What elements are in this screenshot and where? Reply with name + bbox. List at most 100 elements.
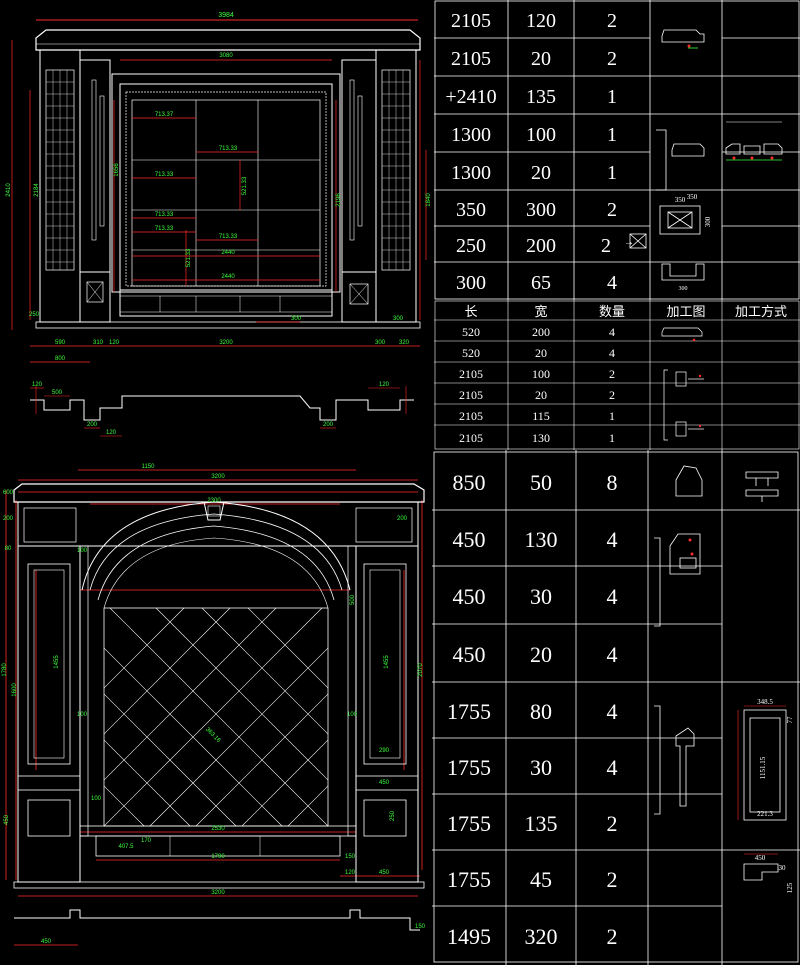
moulding-profile: 120 500 200 120 200 120 xyxy=(30,382,414,437)
cell-wid: 130 xyxy=(525,527,558,552)
dim-b-small-120: 120 xyxy=(345,870,356,876)
dim-rail-a: 2440 xyxy=(221,250,235,256)
mark-foot-b: 125 xyxy=(786,882,794,893)
cell-qty: 4 xyxy=(607,584,618,609)
dim-bottom-seg-b: 310 xyxy=(93,340,104,346)
profile-icon xyxy=(661,29,705,43)
mark-panel-t: 77 xyxy=(786,716,794,724)
header-method: 加工方式 xyxy=(735,304,787,319)
dim-b-shelf-width: 1790 xyxy=(211,854,225,860)
dim-shelf-e: 713.33 xyxy=(155,226,174,232)
section-icon xyxy=(675,421,687,437)
svg-text:→: → xyxy=(624,237,634,248)
dim-small-b: 250 xyxy=(29,312,40,318)
dim-b-base-h-b: 250 xyxy=(390,810,396,821)
dim-small-a: 300 xyxy=(393,316,404,322)
dim-b-side-right: 450 xyxy=(379,870,390,876)
header-width: 宽 xyxy=(534,304,547,319)
dim-b-step-b: 100 xyxy=(77,548,88,554)
cell-wid: 50 xyxy=(530,470,552,495)
cell-len: 450 xyxy=(453,642,486,667)
cell-len: 1755 xyxy=(447,811,491,836)
cell-qty: 4 xyxy=(609,346,615,360)
cell-len: 2105 xyxy=(451,10,491,32)
header-length: 长 xyxy=(464,304,477,319)
cell-len: 1300 xyxy=(451,162,491,184)
cell-len: 450 xyxy=(453,527,486,552)
cell-wid: 200 xyxy=(526,235,556,257)
dim-bottom-total: 3200 xyxy=(219,340,233,346)
mark-panel-b: 221.3 xyxy=(757,810,773,818)
cell-wid: 30 xyxy=(530,755,552,780)
dim-shelf-a: 713.37 xyxy=(155,112,174,118)
cell-wid: 20 xyxy=(531,48,551,70)
mark-m2: 300 xyxy=(704,216,712,227)
cell-qty: 4 xyxy=(609,325,615,339)
mark-m1: 350 xyxy=(675,196,686,204)
cell-len: 1300 xyxy=(451,124,491,146)
dim-b-left-offset: 1150 xyxy=(142,464,156,470)
dim-b-small-150b: 150 xyxy=(415,924,426,930)
dim-col-left: 2184 xyxy=(34,183,40,197)
cell-qty: 1 xyxy=(607,124,617,146)
cell-len: 1495 xyxy=(447,924,491,949)
dim-b-small-100b: 100 xyxy=(347,712,358,718)
dim-b-step-a: 80 xyxy=(5,546,12,552)
bottom-elevation-drawing: 3200 1150 2300 2530 1790 407.5 170 450 1… xyxy=(0,440,432,965)
dim-b-offset-b: 170 xyxy=(141,838,152,844)
cell-len: 2105 xyxy=(459,409,483,423)
cell-qty: 2 xyxy=(607,10,617,32)
profile-c: 200 xyxy=(87,422,98,428)
cell-qty: 2 xyxy=(609,388,615,402)
cell-len: 1755 xyxy=(447,867,491,892)
svg-text:350: 350 xyxy=(687,193,698,201)
dim-height-left: 2410 xyxy=(6,183,12,197)
diamond-tile-pattern xyxy=(104,608,328,826)
dim-b-col-inner: 1455 xyxy=(54,655,60,669)
cell-qty: 2 xyxy=(607,199,617,221)
mark-foot-w: 450 xyxy=(755,854,766,862)
left-tile-grid xyxy=(46,70,74,270)
dim-rail-b: 2440 xyxy=(221,274,235,280)
cell-qty: 2 xyxy=(607,867,618,892)
cell-wid: 120 xyxy=(526,10,556,32)
dim-b-height-left: 1780 xyxy=(2,663,8,677)
dim-b-col-right: 1455 xyxy=(384,655,390,669)
cell-wid: 30 xyxy=(530,584,552,609)
cell-qty: 1 xyxy=(607,86,617,108)
cell-len: 1755 xyxy=(447,755,491,780)
moulding-section-icon xyxy=(669,533,701,575)
dim-b-arch-r: 500 xyxy=(350,594,356,605)
dim-b-side-left: 450 xyxy=(379,780,390,786)
tee-section-icon xyxy=(745,471,779,479)
cell-qty: 4 xyxy=(607,272,617,294)
panel-icon xyxy=(659,205,701,235)
cell-len: 2105 xyxy=(459,431,483,445)
dim-b-arch-width: 2300 xyxy=(207,498,221,504)
dim-b-small-100a: 100 xyxy=(77,712,88,718)
cell-wid: 65 xyxy=(531,272,551,294)
profile-a: 120 xyxy=(32,382,43,388)
cell-wid: 100 xyxy=(532,367,550,381)
cell-qty: 1 xyxy=(609,431,615,445)
cell-len: 520 xyxy=(462,346,480,360)
cell-wid: 20 xyxy=(530,642,552,667)
parts-table-mid: 长 宽 数量 加工图 加工方式 520 200 4 520 20 4 2105 … xyxy=(434,300,800,450)
dim-center-v: 521.33 xyxy=(242,176,248,195)
dim-b-small-100c: 100 xyxy=(91,796,102,802)
cell-len: 350 xyxy=(456,199,486,221)
cell-wid: 20 xyxy=(531,162,551,184)
dim-shelf-c: 713.33 xyxy=(155,172,174,178)
dim-b-height-total: 2070 xyxy=(418,663,424,677)
cell-qty: 2 xyxy=(609,367,615,381)
mark-panel-w: 348.5 xyxy=(757,698,773,706)
dim-bottom-seg-c: 120 xyxy=(109,340,120,346)
dim-b-base-h-c: 450 xyxy=(4,814,10,825)
cell-wid: 130 xyxy=(532,431,550,445)
dim-center-v2: 521.33 xyxy=(186,248,192,267)
cell-qty: 4 xyxy=(607,755,618,780)
parts-table-top: 2105 120 2 2105 20 2 +2410 135 1 1300 10… xyxy=(434,0,800,300)
dim-b-small-150a: 150 xyxy=(345,854,356,860)
mark-foot-a: 30 xyxy=(779,864,787,872)
cell-qty: 8 xyxy=(607,470,618,495)
